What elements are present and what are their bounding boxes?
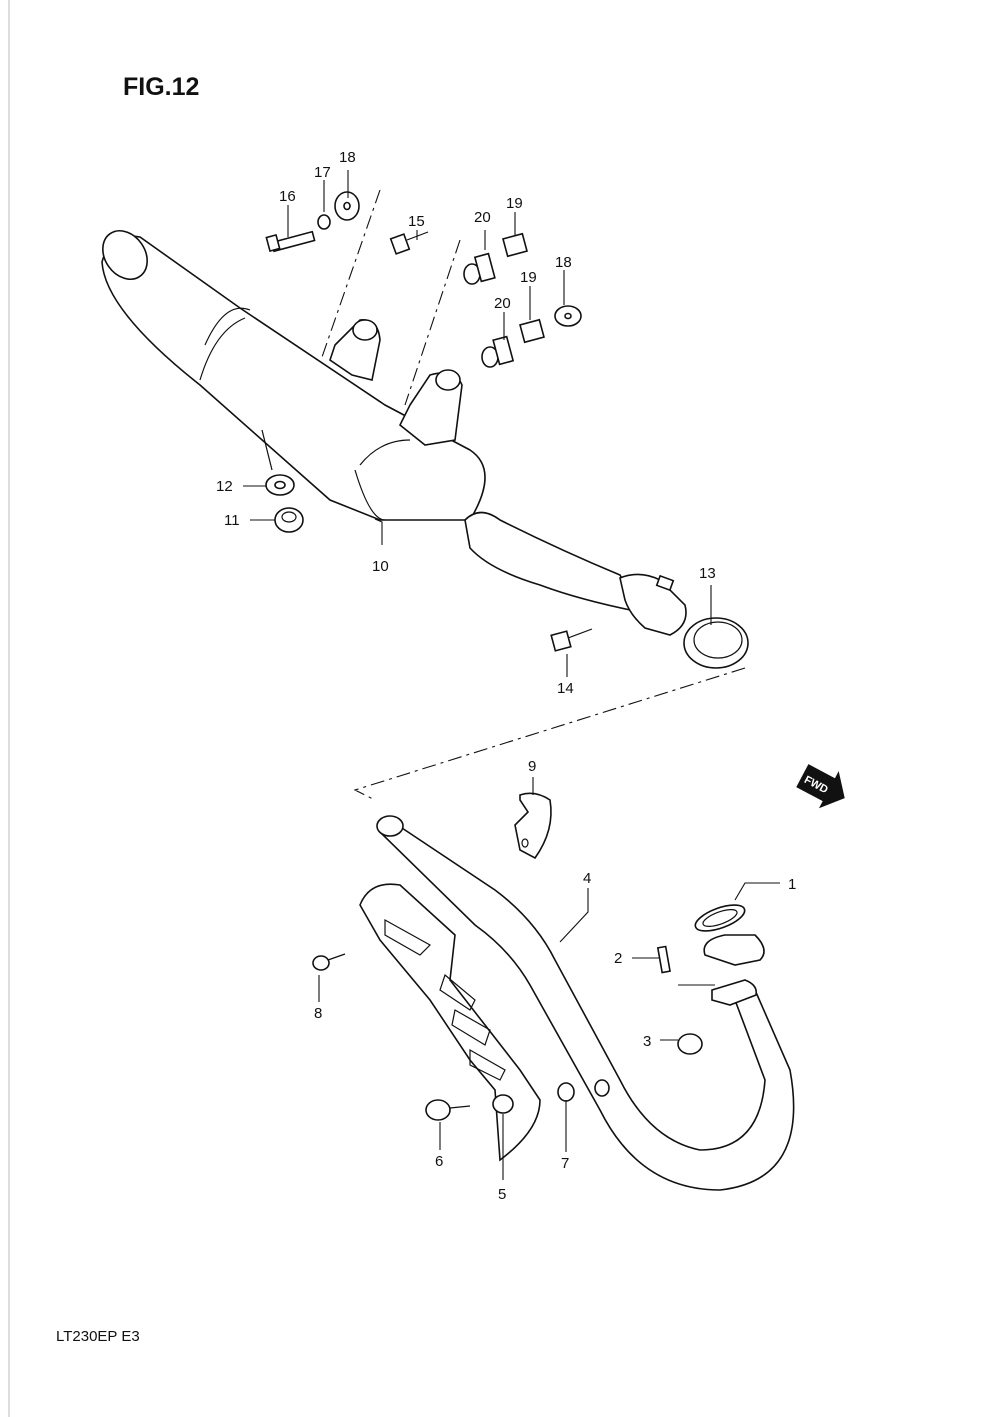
callout-12: 12 bbox=[216, 478, 233, 495]
alignment-line-joint bbox=[353, 667, 746, 801]
callout-14: 14 bbox=[557, 680, 574, 697]
callout-8: 8 bbox=[314, 1005, 322, 1022]
collar-19-upper bbox=[502, 232, 528, 258]
callout-3: 3 bbox=[643, 1033, 651, 1050]
collar-19-lower bbox=[519, 318, 545, 344]
gasket-12 bbox=[265, 474, 295, 496]
exhaust-pipe bbox=[376, 815, 795, 1191]
leader-lines bbox=[243, 170, 780, 1180]
callout-labels: 1 2 3 4 5 6 7 8 9 10 11 12 13 14 15 16 1… bbox=[216, 149, 796, 1203]
callout-6: 6 bbox=[435, 1153, 443, 1170]
grommet-20-lower bbox=[481, 335, 515, 368]
washer-7 bbox=[557, 1079, 610, 1102]
callout-13: 13 bbox=[699, 565, 716, 582]
screw-8 bbox=[312, 953, 346, 971]
callout-10: 10 bbox=[372, 558, 389, 575]
callout-11: 11 bbox=[224, 512, 240, 529]
washer-18-lower bbox=[554, 305, 582, 327]
bolt-11 bbox=[274, 507, 304, 533]
fastener-bolt-15 bbox=[389, 231, 429, 255]
nut-3 bbox=[677, 1033, 703, 1055]
callout-18-lower: 18 bbox=[555, 254, 572, 271]
callout-20-lower: 20 bbox=[494, 295, 511, 312]
callout-19-upper: 19 bbox=[506, 195, 523, 212]
fastener-nut-17 bbox=[317, 214, 331, 230]
forward-direction-badge: FWD bbox=[796, 764, 845, 809]
callout-9: 9 bbox=[528, 758, 536, 775]
muffler bbox=[101, 230, 687, 636]
gasket-13 bbox=[683, 617, 749, 669]
grommet-20-upper bbox=[463, 252, 496, 285]
alignment-line-upper-2 bbox=[404, 239, 461, 406]
bolt-6 bbox=[425, 1099, 471, 1121]
callout-7: 7 bbox=[561, 1155, 569, 1172]
callout-1: 1 bbox=[788, 876, 796, 893]
fastener-bolt-16 bbox=[265, 230, 316, 253]
washer-18-upper bbox=[334, 191, 360, 221]
alignment-line-upper bbox=[321, 189, 381, 358]
bracket-9 bbox=[514, 792, 552, 860]
callout-19-lower: 19 bbox=[520, 269, 537, 286]
callout-2: 2 bbox=[614, 950, 622, 967]
callout-18-upper: 18 bbox=[339, 149, 356, 166]
callout-20-upper: 20 bbox=[474, 209, 491, 226]
callout-17: 17 bbox=[314, 164, 331, 181]
gasket-1 bbox=[694, 904, 746, 932]
heat-shield bbox=[359, 883, 541, 1162]
model-code: LT230EP E3 bbox=[56, 1328, 140, 1345]
callout-5: 5 bbox=[498, 1186, 506, 1203]
callout-16: 16 bbox=[279, 188, 296, 205]
callout-4: 4 bbox=[583, 870, 591, 887]
bolt-14 bbox=[550, 628, 593, 652]
stud-2 bbox=[656, 945, 671, 974]
callout-15: 15 bbox=[408, 213, 425, 230]
figure-title: FIG.12 bbox=[123, 73, 199, 101]
